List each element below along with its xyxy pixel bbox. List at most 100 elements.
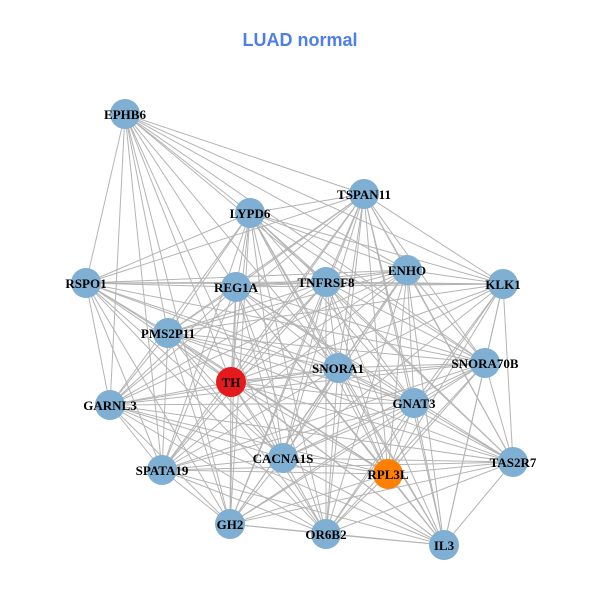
node-enho[interactable]: ENHO [388,255,426,285]
edge-tnfrsf8-snora70b [325,281,486,364]
node-cacna1s[interactable]: CACNA1S [253,443,314,473]
edge-reg1a-spata19 [161,286,237,471]
edge-snora70b-gh2 [229,362,486,525]
edge-rpl3l-il3 [387,473,445,546]
node-klk1[interactable]: KLK1 [485,269,521,299]
node-spata19[interactable]: SPATA19 [136,455,189,485]
edge-rspo1-or6b2 [85,282,327,535]
edge-snora70b-th [230,362,486,383]
node-circle[interactable] [95,390,125,420]
node-label: GH2 [217,517,244,532]
node-circle[interactable] [153,318,183,348]
edge-reg1a-snora1 [235,286,339,369]
node-circle[interactable] [311,519,341,549]
node-rpl3l[interactable]: RPL3L [367,459,409,489]
edge-ephb6-rspo1 [85,113,126,284]
node-circle[interactable] [147,455,177,485]
node-snora70b[interactable]: SNORA70B [451,348,519,378]
edge-cacna1s-tas2r7 [282,457,514,463]
edge-cacna1s-il3 [282,457,445,546]
edge-reg1a-snora70b [235,286,486,364]
node-circle[interactable] [349,179,379,209]
edge-garnl3-il3 [109,404,445,546]
node-circle[interactable] [498,447,528,477]
edge-tnfrsf8-gnat3 [325,281,415,404]
edge-or6b2-il3 [325,533,445,546]
edge-tnfrsf8-il3 [325,281,445,546]
node-circle[interactable] [110,99,140,129]
node-th[interactable]: TH [216,367,246,397]
node-circle[interactable] [429,530,459,560]
node-circle[interactable] [268,443,298,473]
node-label: KLK1 [485,277,520,292]
node-gh2[interactable]: GH2 [215,509,245,539]
edge-pms2p11-snora1 [167,332,339,369]
edge-th-rpl3l [230,381,389,475]
node-circle[interactable] [215,509,245,539]
edge-rspo1-gh2 [85,282,231,525]
node-circle[interactable] [216,367,246,397]
node-gnat3[interactable]: GNAT3 [392,388,436,418]
node-circle[interactable] [373,459,403,489]
node-tnfrsf8[interactable]: TNFRSF8 [297,267,355,297]
edge-th-garnl3 [109,381,232,406]
node-snora1[interactable]: SNORA1 [312,353,364,383]
node-lypd6[interactable]: LYPD6 [230,198,271,228]
edge-lypd6-rpl3l [249,212,389,475]
node-label: OR6B2 [305,527,346,542]
node-garnl3[interactable]: GARNL3 [83,390,137,420]
edge-rspo1-garnl3 [85,282,111,406]
edge-garnl3-cacna1s [109,404,284,459]
edge-tnfrsf8-th [230,281,327,383]
node-label: TNFRSF8 [297,275,355,290]
node-reg1a[interactable]: REG1A [214,272,259,302]
edge-snora1-tas2r7 [337,367,514,463]
node-circle[interactable] [399,388,429,418]
edge-rspo1-spata19 [85,282,163,471]
node-or6b2[interactable]: OR6B2 [305,519,347,549]
edge-enho-pms2p11 [167,269,408,334]
node-circle[interactable] [71,268,101,298]
node-circle[interactable] [323,353,353,383]
edge-snora70b-spata19 [161,362,486,471]
node-tspan11[interactable]: TSPAN11 [337,179,391,209]
edge-rpl3l-gh2 [229,473,389,525]
node-circle[interactable] [311,267,341,297]
edge-gnat3-or6b2 [325,402,415,535]
edge-pms2p11-snora70b [167,332,486,364]
node-circle[interactable] [221,272,251,302]
edge-lypd6-klk1 [249,212,504,285]
edge-rspo1-reg1a [85,282,237,288]
node-circle[interactable] [392,255,422,285]
edge-tspan11-klk1 [363,193,504,285]
edge-lypd6-pms2p11 [167,212,251,334]
node-label: RSPO1 [65,276,106,291]
edge-klk1-rpl3l [387,283,504,475]
edge-lypd6-or6b2 [249,212,327,535]
edge-tspan11-spata19 [161,193,365,471]
edge-ephb6-snora70b [124,113,486,364]
edge-lypd6-gh2 [229,212,251,525]
edge-pms2p11-garnl3 [109,332,169,406]
edge-enho-snora70b [406,269,486,364]
edge-pms2p11-spata19 [161,332,169,471]
node-circle[interactable] [235,198,265,228]
edge-enho-klk1 [406,269,504,285]
node-rspo1[interactable]: RSPO1 [65,268,107,298]
edge-pms2p11-gnat3 [167,332,415,404]
node-label: SPATA19 [136,463,189,478]
node-circle[interactable] [488,269,518,299]
node-il3[interactable]: IL3 [429,530,459,560]
node-ephb6[interactable]: EPHB6 [104,99,146,129]
node-circle[interactable] [470,348,500,378]
node-tas2r7[interactable]: TAS2R7 [490,447,537,477]
edge-pms2p11-tas2r7 [167,332,514,463]
edge-snora70b-or6b2 [325,362,486,535]
node-label: IL3 [434,538,455,553]
node-pms2p11[interactable]: PMS2P11 [141,318,195,348]
edge-reg1a-klk1 [235,283,504,288]
edge-rspo1-gnat3 [85,282,415,404]
edge-snora70b-tas2r7 [484,362,514,463]
edge-klk1-gnat3 [413,283,504,404]
